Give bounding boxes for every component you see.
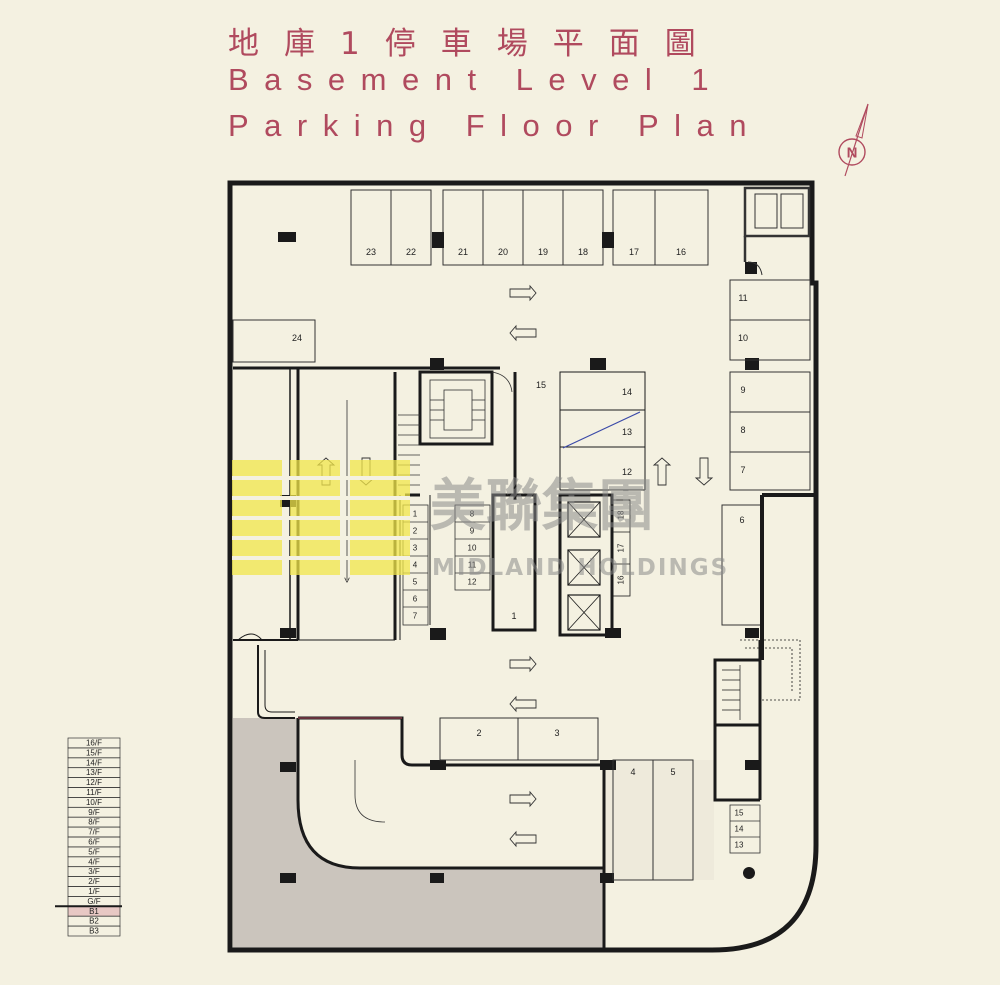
stall-24: 24	[292, 333, 302, 343]
stall-1-center: 1	[511, 611, 516, 621]
ramp-outer-wall	[296, 718, 604, 870]
plan-title-english-line2: Parking Floor Plan	[228, 108, 763, 143]
stall-20: 20	[498, 247, 508, 257]
small-stall-1: 1	[413, 510, 418, 519]
stall-16: 16	[676, 247, 686, 257]
floor-label: 6/F	[88, 837, 100, 846]
floor-cell	[67, 925, 121, 937]
small-stall-6: 6	[413, 595, 418, 604]
floor-label: 9/F	[88, 808, 100, 817]
plan-title-english-line1: Basement Level 1	[228, 62, 725, 97]
north-label: N	[847, 145, 858, 162]
stall-23: 23	[366, 247, 376, 257]
structural-columns	[278, 232, 759, 883]
stall-14-center: 14	[622, 387, 632, 397]
floor-label: 16/F	[86, 738, 102, 747]
north-arrow-icon: N	[838, 103, 869, 177]
small-stalls-corner	[729, 804, 761, 854]
top-row-stalls	[350, 189, 709, 266]
floor-label: B2	[89, 917, 99, 926]
floor-label: 7/F	[88, 828, 100, 837]
floor-label: 12/F	[86, 778, 102, 787]
small-stall-2: 2	[413, 527, 418, 536]
small-stall-5: 5	[413, 578, 418, 587]
outer-wall	[227, 180, 819, 953]
bottom-stalls-2-3	[439, 717, 599, 761]
stall-18: 18	[578, 247, 588, 257]
lift-stall-17: 17	[617, 543, 626, 552]
floor-label: 1/F	[88, 887, 100, 896]
top-right-service-room	[743, 186, 811, 276]
floor-label: B3	[89, 927, 99, 936]
staircase-icon	[429, 371, 513, 439]
stall-6: 6	[739, 515, 744, 525]
floor-label: 14/F	[86, 758, 102, 767]
floor-label: 5/F	[88, 847, 100, 856]
stall-19: 19	[538, 247, 548, 257]
stall-15-center: 15	[536, 380, 546, 390]
stall-12-center: 12	[622, 467, 632, 477]
stall-13-center: 13	[622, 427, 632, 437]
watermark-english: MIDLAND HOLDINGS	[432, 555, 729, 581]
lift-stall-16: 16	[617, 575, 626, 584]
small-stall-4: 4	[413, 561, 418, 570]
floor-label: 11/F	[86, 788, 102, 797]
stall-24-box	[232, 319, 316, 363]
stall-21: 21	[458, 247, 468, 257]
small-stall-9: 9	[470, 527, 475, 536]
corner-stall-13: 13	[735, 841, 744, 850]
corner-stall-14: 14	[735, 825, 744, 834]
small-stall-3: 3	[413, 544, 418, 553]
floor-label: 10/F	[86, 798, 102, 807]
stall-7: 7	[740, 465, 745, 475]
floor-label: 8/F	[88, 818, 100, 827]
stall-9: 9	[740, 385, 745, 395]
floor-label: 4/F	[88, 857, 100, 866]
right-column-stalls	[721, 279, 811, 626]
small-stall-10: 10	[468, 544, 477, 553]
floor-label: 15/F	[86, 748, 102, 757]
stall-2: 2	[476, 728, 481, 738]
stall-17: 17	[629, 247, 639, 257]
bottom-stalls-4-5	[612, 759, 694, 881]
stall-22: 22	[406, 247, 416, 257]
floor-label: 2/F	[88, 877, 100, 886]
stall-10: 10	[738, 333, 748, 343]
floor-label: G/F	[87, 897, 100, 906]
lift-core	[491, 493, 631, 637]
floor-label: 13/F	[86, 768, 102, 777]
shaded-area	[233, 718, 604, 948]
floor-index: 16/F15/F14/F13/F12/F11/F10/F9/F8/F7/F6/F…	[55, 737, 122, 937]
small-stalls-middle	[454, 504, 491, 591]
small-stall-12: 12	[468, 578, 477, 587]
stall-11: 11	[738, 293, 747, 303]
plan-title-chinese: 地庫1停車場平面圖	[228, 26, 721, 62]
stall-4: 4	[630, 767, 635, 777]
floor-label: 3/F	[88, 867, 100, 876]
right-stair-core	[713, 639, 801, 802]
stall-3: 3	[554, 728, 559, 738]
floor-label: B1	[89, 907, 99, 916]
stall-5: 5	[670, 767, 675, 777]
watermark-chinese: 美聯集團	[430, 474, 654, 539]
small-stall-8: 8	[470, 510, 475, 519]
stall-8: 8	[740, 425, 745, 435]
corner-stall-15: 15	[735, 809, 744, 818]
left-side-walls	[233, 633, 298, 719]
watermark-logo: 美聯集團 MIDLAND HOLDINGS	[232, 460, 729, 581]
small-stall-11: 11	[468, 561, 477, 570]
lift-stall-18: 18	[617, 510, 626, 519]
small-stall-7: 7	[413, 612, 418, 621]
ramp-inner-wall	[298, 716, 604, 767]
